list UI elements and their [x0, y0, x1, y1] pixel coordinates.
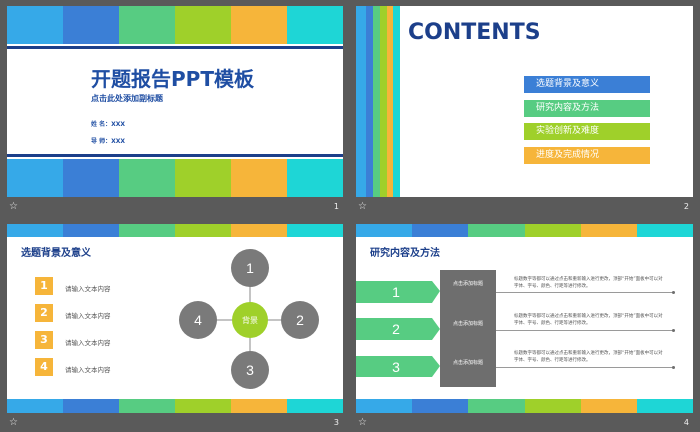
item-text: 请输入文本内容 — [65, 285, 111, 293]
circle-label-top: 1 — [246, 260, 254, 276]
toc-item-2: 研究内容及方法 — [524, 100, 650, 117]
slide-star-icon[interactable]: ☆ — [9, 201, 18, 212]
background-cross-diagram: 1 2 3 4 背景 — [179, 249, 319, 389]
row-divider — [496, 330, 674, 331]
row-description: 标题数字等都可以通过点击和重新输入进行更改，顶部“开始”面板中可以对字体、字号、… — [514, 314, 663, 326]
row-description: 标题数字等都可以通过点击和重新输入进行更改，顶部“开始”面板中可以对字体、字号、… — [514, 277, 663, 289]
arrow-shape-3 — [356, 356, 440, 377]
circle-node-right — [281, 301, 319, 339]
row-title: 点击添加标题 — [452, 360, 483, 366]
row-title: 点击添加标题 — [452, 321, 483, 327]
arrow-number-2: 2 — [392, 321, 400, 337]
row-endpoint — [672, 291, 675, 294]
item-text: 请输入文本内容 — [65, 339, 111, 347]
arrow-shape-2 — [356, 318, 440, 340]
title-column — [440, 270, 496, 387]
item-text: 请输入文本内容 — [65, 366, 111, 374]
slide-footer-1: ☆ 1 — [7, 200, 343, 214]
slide-star-icon[interactable]: ☆ — [358, 201, 367, 212]
row-endpoint — [672, 366, 675, 369]
color-bar-top — [7, 224, 343, 237]
slide-number: 3 — [333, 418, 339, 427]
item-text: 请输入文本内容 — [65, 312, 111, 320]
slide-title: 选题背景及意义 — [21, 248, 91, 259]
slide-number: 2 — [683, 202, 689, 211]
slide-footer-3: ☆ 3 — [7, 416, 343, 430]
row-divider — [496, 292, 674, 293]
slide-footer-4: ☆ 4 — [356, 416, 693, 430]
slide-footer-2: ☆ 2 — [356, 200, 693, 214]
row-description: 标题数字等都可以通过点击和重新输入进行更改，顶部“开始”面板中可以对字体、字号、… — [514, 351, 663, 363]
color-bar-top — [356, 224, 693, 237]
slide-number: 1 — [333, 202, 339, 211]
mentor-name: 导 师：XXX — [91, 138, 125, 145]
contents-heading: CONTENTS — [408, 20, 541, 45]
color-band-top — [7, 6, 343, 44]
divider-bottom — [7, 154, 343, 157]
row-endpoint — [672, 329, 675, 332]
circle-node-bottom — [231, 351, 269, 389]
item-number: 3 — [35, 331, 53, 349]
slide-subtitle: 点击此处添加副标题 — [91, 94, 163, 103]
slide-title: 开题报告PPT模板 — [91, 67, 254, 91]
arrow-rows: 1 2 3 — [356, 281, 440, 377]
item-number: 2 — [35, 304, 53, 322]
row-title: 点击添加标题 — [452, 281, 483, 287]
arrow-number-3: 3 — [392, 359, 400, 375]
toc-item-1: 选题背景及意义 — [524, 76, 650, 93]
slide-number: 4 — [683, 418, 689, 427]
divider-top — [7, 46, 343, 49]
circle-node-left — [179, 301, 217, 339]
row-divider — [496, 367, 674, 368]
circle-label-bottom: 3 — [246, 362, 254, 378]
slide-star-icon[interactable]: ☆ — [358, 417, 367, 428]
circle-node-top — [231, 249, 269, 287]
circle-label-left: 4 — [194, 312, 202, 328]
circle-node-center — [232, 302, 268, 338]
arrow-shape-1 — [356, 281, 440, 303]
color-strips — [356, 6, 400, 197]
slide-title: 研究内容及方法 — [370, 248, 440, 259]
color-bar-bottom — [7, 399, 343, 413]
slide-thumbnail-2[interactable]: CONTENTS 选题背景及意义 研究内容及方法 实验创新及难度 进度及完成情况 — [356, 6, 693, 197]
item-number: 1 — [35, 277, 53, 295]
toc-item-4: 进度及完成情况 — [524, 147, 650, 164]
slide-thumbnail-3[interactable]: 选题背景及意义 1 请输入文本内容 2 请输入文本内容 3 请输入文本内容 4 … — [7, 224, 343, 413]
color-band-bottom — [7, 159, 343, 197]
toc-item-3: 实验创新及难度 — [524, 123, 650, 140]
arrow-number-1: 1 — [392, 284, 400, 300]
circle-label-center: 背景 — [242, 315, 258, 325]
circle-label-right: 2 — [296, 312, 304, 328]
author-name: 姓 名：XXX — [91, 121, 125, 128]
slide-thumbnail-1[interactable]: 开题报告PPT模板 点击此处添加副标题 姓 名：XXX 导 师：XXX — [7, 6, 343, 197]
item-number: 4 — [35, 358, 53, 376]
slide-star-icon[interactable]: ☆ — [9, 417, 18, 428]
color-bar-bottom — [356, 399, 693, 413]
slide-thumbnail-4[interactable]: 研究内容及方法 点击添加标题 点击添加标题 点击添加标题 1 2 3 标题数字等… — [356, 224, 693, 413]
